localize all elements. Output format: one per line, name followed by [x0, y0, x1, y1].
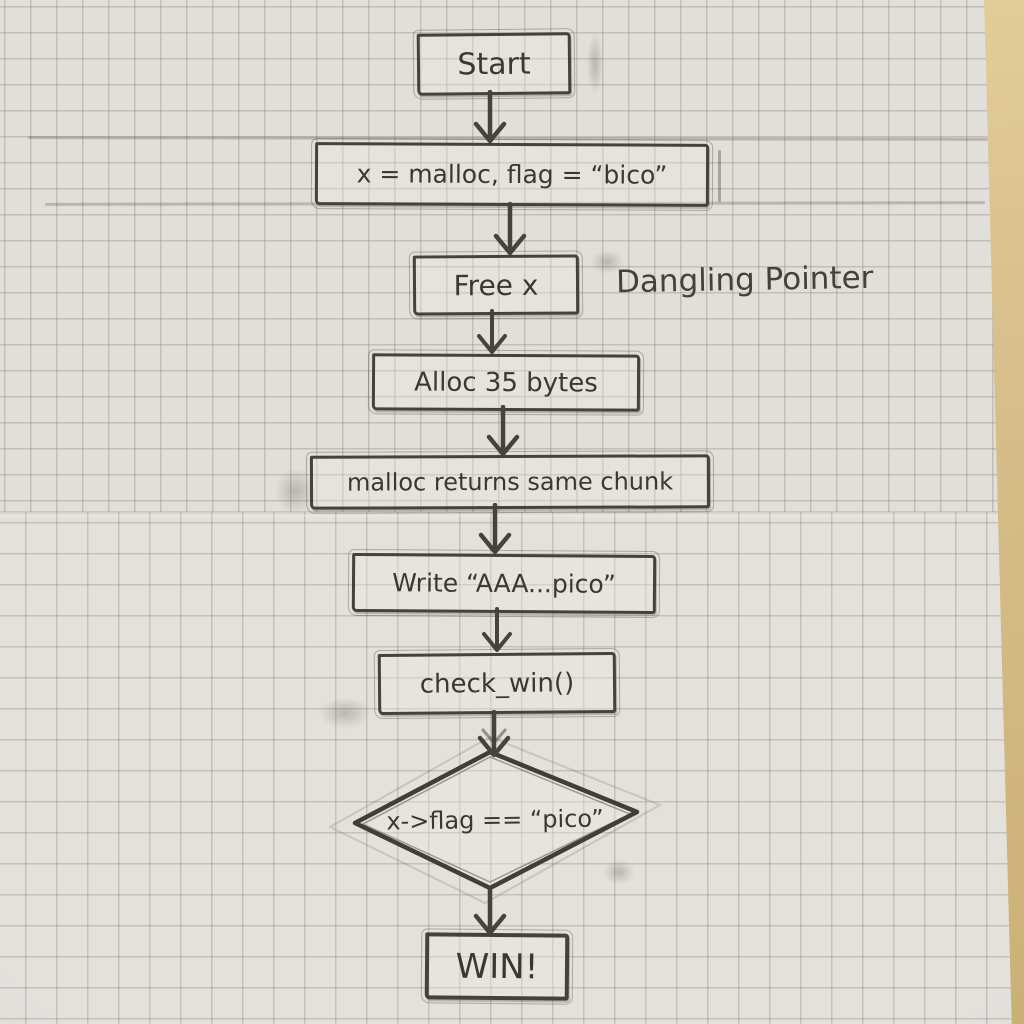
node-label: Start — [457, 46, 531, 82]
paper-seam — [0, 511, 1000, 518]
down-arrow-icon — [486, 405, 520, 457]
annotation-dangling-pointer: Dangling Pointer — [615, 259, 874, 301]
flow-node-start: Start — [412, 28, 576, 100]
decision-diamond: x->flag == “pico” — [325, 735, 665, 905]
flow-node-win: WIN! — [420, 928, 574, 1005]
flow-node-alloc-35-bytes: Alloc 35 bytes — [367, 349, 645, 416]
down-arrow-icon — [482, 607, 512, 652]
diamond-construction-line — [327, 735, 663, 905]
down-arrow-icon — [473, 886, 507, 936]
down-arrow-icon — [493, 202, 527, 256]
node-label: Write “AAA...pico” — [392, 568, 616, 599]
down-arrow-icon — [477, 309, 507, 354]
node-label: Free x — [453, 268, 539, 302]
flow-node-check-win: check_win() — [373, 647, 621, 720]
node-label: x->flag == “pico” — [386, 804, 604, 836]
flow-node-malloc: x = malloc, flag = “bico” — [310, 138, 714, 211]
down-arrow-icon — [473, 90, 507, 144]
paper-sheet-top — [0, 0, 1012, 512]
flow-node-malloc-returns-same-chunk: malloc returns same chunk — [305, 450, 715, 514]
flow-node-free: Free x — [408, 250, 584, 320]
node-label: WIN! — [455, 946, 539, 987]
node-label: Alloc 35 bytes — [414, 367, 598, 398]
down-arrow-icon — [477, 710, 511, 758]
node-label: malloc returns same chunk — [346, 467, 674, 497]
diamond-inner-stroke — [361, 756, 632, 883]
paper-sheet-bottom — [0, 512, 1012, 1024]
flow-node-write-payload: Write “AAA...pico” — [347, 548, 661, 619]
pencil-dash-mark — [718, 150, 721, 202]
node-label: x = malloc, flag = “bico” — [356, 159, 668, 190]
node-label: check_win() — [419, 667, 575, 700]
down-arrow-icon — [478, 503, 512, 555]
